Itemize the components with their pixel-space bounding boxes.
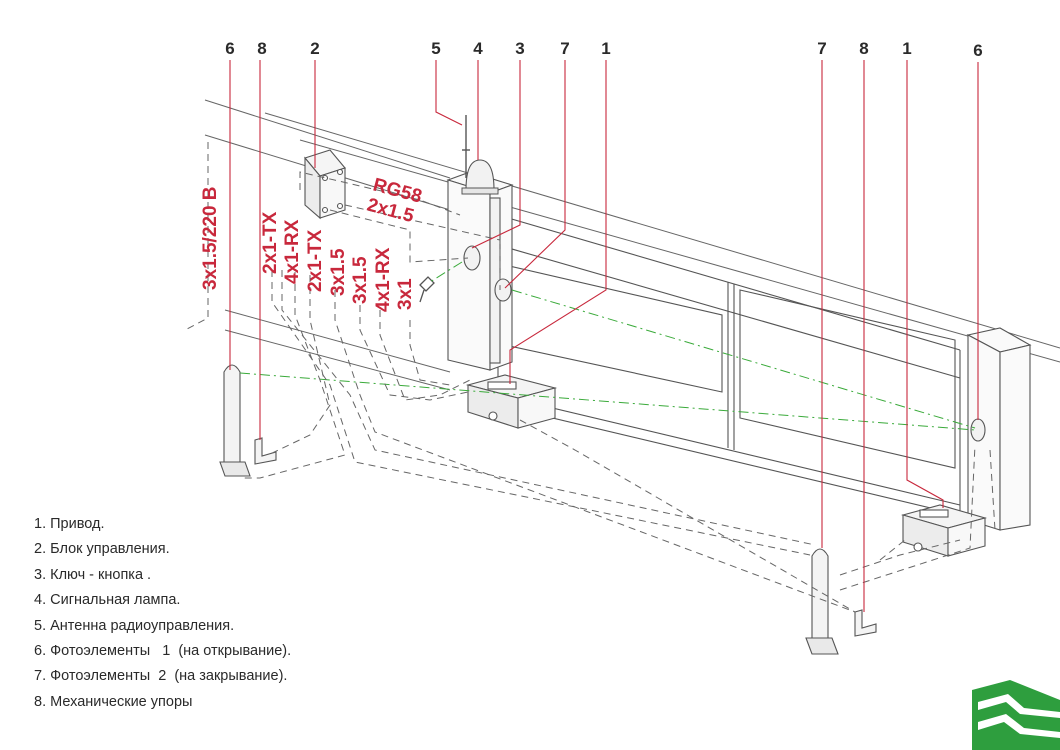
callout-6-left: 6 [225,39,234,58]
callout-6-right: 6 [973,41,982,60]
left-pillar [446,171,514,371]
callout-8-left: 8 [257,39,266,58]
callout-1-left: 1 [601,39,610,58]
key-switch-icon [419,245,481,303]
cable-label-c1: 3x1.5 [328,248,349,296]
legend-list: 1. Привод. 2. Блок управления. 3. Ключ -… [34,512,291,715]
photocell-post-icon [494,278,512,302]
fence-outline [204,99,1060,391]
leader-lines [229,60,979,612]
cable-runs [184,142,996,613]
motor-left-icon [465,374,558,429]
callout-4: 4 [473,39,483,58]
legend-item-photocells-close: 7. Фотоэлементы 2 (на закрывание). [34,668,288,685]
legend-item-signal-lamp: 4. Сигнальная лампа. [34,592,181,609]
antenna-icon [462,115,470,178]
cable-label-tx1: 2x1-TX [260,211,281,274]
signal-lamp-icon [461,159,499,195]
callout-3: 3 [515,39,524,58]
photocell-beams [239,261,976,431]
legend-item-drive: 1. Привод. [34,516,105,532]
brand-logo-icon [972,680,1060,750]
callout-2: 2 [310,39,319,58]
cable-label-rx1: 4x1-RX [282,219,303,284]
cable-labels: 3x1.5/220 В RG58 2x1.5 2x1-TX 4x1-RX 2x1… [200,175,424,312]
cable-label-rx2: 4x1-RX [373,247,394,312]
legend-item-photocells-open: 6. Фотоэлементы 1 (на открывание). [34,642,292,659]
legend-item-antenna: 5. Антенна радиоуправления. [34,617,235,634]
callout-7-right: 7 [817,39,826,58]
callout-1-right: 1 [902,39,911,58]
legend-item-mechanical-stops: 8. Механические упоры [34,693,193,710]
photocell-column-right-icon [805,548,839,655]
control-box-icon [304,149,346,220]
photocell-column-left-icon [219,364,251,477]
gate-leaf [497,214,961,516]
legend-item-key-switch: 3. Ключ - кнопка . [34,566,152,583]
cable-label-power: 3x1.5/220 В [200,186,221,290]
cable-label-c2: 3x1.5 [350,256,371,304]
mechanical-stop-right-icon [854,609,877,637]
callout-7-left: 7 [560,39,569,58]
cable-label-c3: 3x1 [395,278,416,310]
legend-item-control-unit: 2. Блок управления. [34,541,170,558]
mechanical-stop-left-icon [254,437,277,465]
cable-label-tx2: 2x1-TX [305,229,326,292]
callout-8-right: 8 [859,39,868,58]
callout-5: 5 [431,39,440,58]
callout-numbers: 6 8 2 5 4 3 7 1 7 8 1 6 [225,39,982,60]
